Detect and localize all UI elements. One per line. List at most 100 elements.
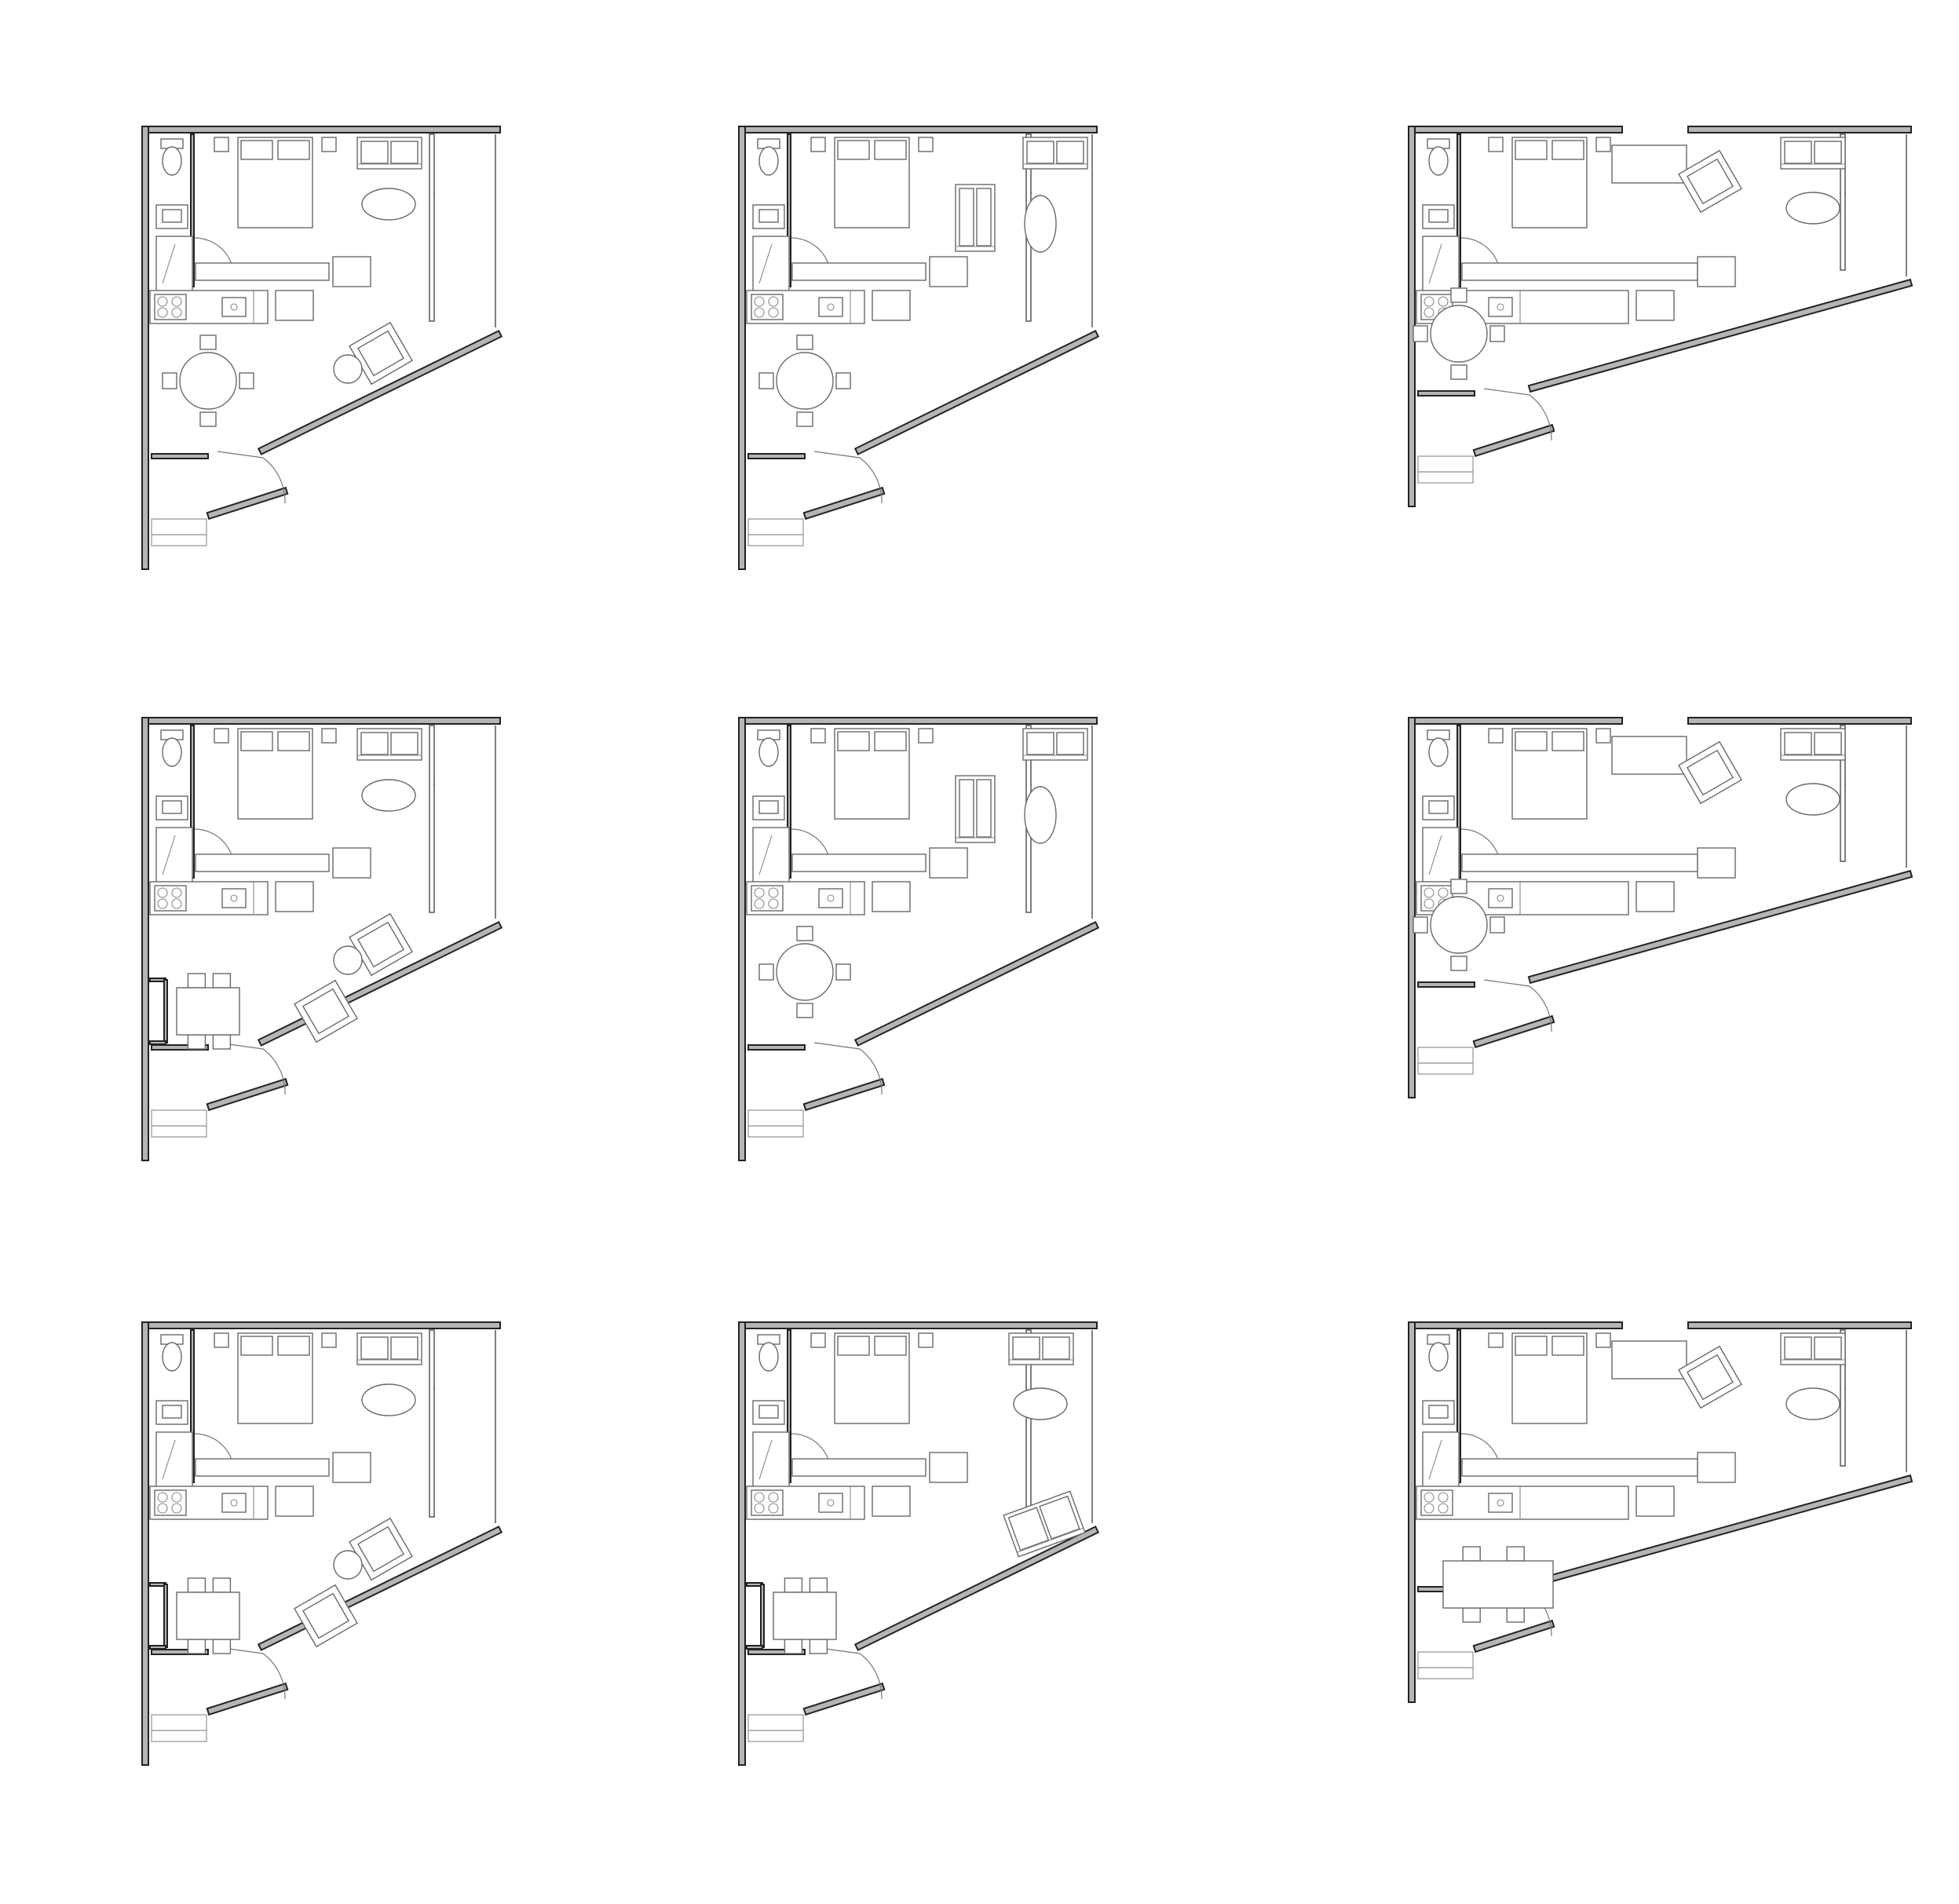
wall-west <box>141 717 149 1161</box>
cabinet <box>872 1486 911 1517</box>
chair <box>758 963 774 981</box>
toilet-bowl <box>162 146 182 176</box>
cooktop <box>751 294 784 320</box>
toilet <box>1427 138 1450 176</box>
shower-screen <box>1428 1439 1442 1480</box>
desk <box>1611 1340 1687 1380</box>
burner <box>1424 887 1435 898</box>
armchair-seat <box>1686 1354 1734 1401</box>
washbasin <box>155 204 188 229</box>
bed <box>214 137 337 228</box>
wall-north <box>738 1321 1098 1329</box>
shower-tray <box>1422 236 1460 292</box>
washbasin <box>1422 795 1455 820</box>
armchair <box>349 1517 413 1581</box>
entry-door-swing <box>1483 979 1552 1032</box>
wall-west <box>738 717 746 1161</box>
wall-north <box>1687 126 1912 133</box>
cabinet <box>275 881 314 912</box>
bathroom <box>1422 729 1501 883</box>
chair <box>1413 916 1428 934</box>
nightstand <box>810 728 826 744</box>
burner <box>171 1492 182 1503</box>
burner <box>754 1503 765 1514</box>
sink-basin <box>1488 1493 1513 1513</box>
chair <box>809 1639 828 1654</box>
floor-plan-c1 <box>141 1321 503 1766</box>
burner <box>157 307 168 318</box>
washbasin <box>155 795 188 820</box>
armchair-small <box>929 847 968 879</box>
burner <box>754 887 765 898</box>
dining-table-rect <box>1442 1546 1554 1623</box>
pillow <box>240 140 273 160</box>
wall-north <box>1408 126 1623 133</box>
glazing <box>1840 133 1907 276</box>
kitchen-counter <box>149 1486 269 1520</box>
shower-screen <box>758 243 773 284</box>
shower <box>752 827 790 883</box>
wall-entry-lower <box>802 1077 886 1112</box>
armchair-seat <box>302 988 350 1035</box>
bathroom <box>155 729 235 883</box>
drain <box>827 1499 835 1507</box>
wall-diagonal <box>1527 278 1913 393</box>
coffee-table <box>1785 1387 1840 1420</box>
shower-tray <box>752 236 790 292</box>
wall-entry-lower <box>802 1682 886 1716</box>
kitchen-counter <box>746 1486 865 1520</box>
sofa <box>1022 137 1088 170</box>
glazing <box>429 1329 496 1523</box>
wall-diagonal <box>853 330 1100 455</box>
cooktop <box>154 294 187 320</box>
cooktop <box>154 1489 187 1516</box>
sofa <box>1008 1332 1074 1365</box>
table-top <box>1442 1560 1554 1609</box>
entry <box>151 451 289 546</box>
window-east <box>429 725 435 913</box>
entry-step <box>1417 1062 1474 1075</box>
wall-north <box>738 717 1098 725</box>
pillow <box>837 731 870 751</box>
washbasin <box>1422 204 1455 229</box>
shower-tray <box>752 827 790 883</box>
vanity <box>155 1400 188 1425</box>
sofa-cushion <box>360 141 389 164</box>
drain <box>827 894 835 902</box>
sink <box>221 1493 247 1513</box>
coffee-table <box>361 188 416 221</box>
kitchen-counter <box>1416 1486 1629 1520</box>
basin <box>1428 209 1449 223</box>
sofa-cushion <box>1814 141 1842 164</box>
burner <box>768 1503 779 1514</box>
dining-table-rect <box>773 1577 837 1654</box>
coffee-table <box>1785 783 1840 816</box>
nightstand <box>1488 137 1504 152</box>
entry-door-swing <box>217 451 286 504</box>
table-top <box>776 352 834 410</box>
burner <box>157 898 168 909</box>
chair <box>1506 1546 1525 1562</box>
sofa-side <box>955 184 996 252</box>
coffee-table <box>1024 195 1057 253</box>
side-table <box>333 354 363 384</box>
toilet-bowl <box>162 737 182 767</box>
armchair-small <box>332 847 371 879</box>
kitchen-counter <box>149 881 269 915</box>
cooktop <box>751 1489 784 1516</box>
wardrobe <box>195 262 330 281</box>
toilet <box>757 138 780 176</box>
wall-north <box>738 126 1098 133</box>
pillow <box>240 1336 273 1356</box>
nightstand <box>1488 1332 1504 1348</box>
basin <box>1428 1405 1449 1419</box>
entry <box>151 1042 289 1138</box>
wall-diagonal <box>853 921 1100 1047</box>
armchair-small <box>929 256 968 287</box>
nightstand <box>214 728 229 744</box>
burner <box>157 296 168 307</box>
wall-north <box>1408 717 1623 725</box>
nightstand <box>810 1332 826 1348</box>
armchair <box>294 1584 358 1648</box>
shower-tray <box>155 236 193 292</box>
